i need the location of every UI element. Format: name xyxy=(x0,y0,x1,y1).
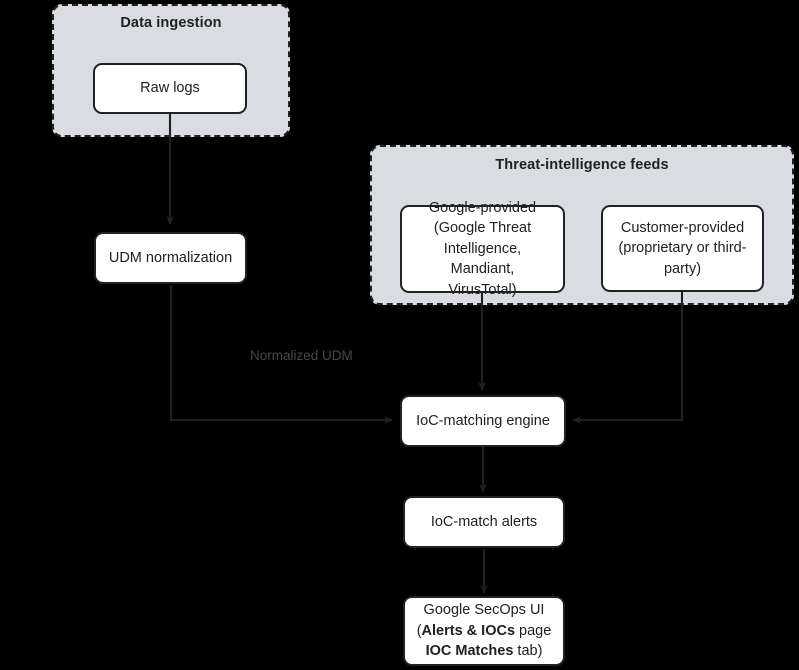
secops-ui-ioc-matches-tab: IOC Matches xyxy=(425,643,514,660)
node-google-secops-ui[interactable]: Google SecOps UI (Alerts & IOCs page IOC… xyxy=(403,596,565,666)
node-raw-logs-label: Raw logs xyxy=(140,80,200,97)
google-provided-line-2: (Google Threat xyxy=(433,220,532,237)
node-google-provided[interactable]: Google-provided (Google Threat Intellige… xyxy=(400,200,565,298)
customer-provided-line-2: (proprietary or third- xyxy=(618,240,747,257)
node-google-provided-label: Google-provided (Google Threat Intellige… xyxy=(410,198,555,301)
secops-ui-line-3-rest: tab) xyxy=(513,643,543,660)
customer-provided-line-1: Customer-provided xyxy=(620,219,745,236)
node-ioc-matching-engine[interactable]: IoC-matching engine xyxy=(400,395,566,447)
secops-ui-line-2-prefix: ( xyxy=(416,622,422,639)
node-raw-logs[interactable]: Raw logs xyxy=(93,63,247,114)
node-google-secops-ui-label: Google SecOps UI (Alerts & IOCs page IOC… xyxy=(413,600,555,662)
edge-label-normalized-udm: Normalized UDM xyxy=(250,348,353,363)
secops-ui-line-2-rest: page xyxy=(515,622,552,639)
group-threat-intelligence-feeds-title: Threat-intelligence feeds xyxy=(495,157,669,173)
secops-ui-line-1: Google SecOps UI xyxy=(423,602,545,619)
edge-customer-provided-to-ioc-matching-engine xyxy=(572,292,684,424)
google-provided-line-4: VirusTotal) xyxy=(448,281,517,298)
secops-ui-alerts-iocs-page: Alerts & IOCs xyxy=(421,622,516,639)
group-data-ingestion-title: Data ingestion xyxy=(120,15,222,31)
node-ioc-match-alerts-label: IoC-match alerts xyxy=(430,513,538,530)
node-ioc-match-alerts[interactable]: IoC-match alerts xyxy=(403,496,565,548)
google-provided-line-3: Intelligence, Mandiant, xyxy=(443,240,522,278)
google-provided-line-1: Google-provided xyxy=(428,199,537,216)
customer-provided-line-3: party) xyxy=(663,260,702,277)
node-customer-provided-label: Customer-provided (proprietary or third-… xyxy=(611,218,754,280)
node-ioc-matching-engine-label: IoC-matching engine xyxy=(416,412,550,429)
node-udm-normalization[interactable]: UDM normalization xyxy=(94,232,247,284)
node-customer-provided[interactable]: Customer-provided (proprietary or third-… xyxy=(601,205,764,292)
node-udm-normalization-label: UDM normalization xyxy=(108,249,233,266)
